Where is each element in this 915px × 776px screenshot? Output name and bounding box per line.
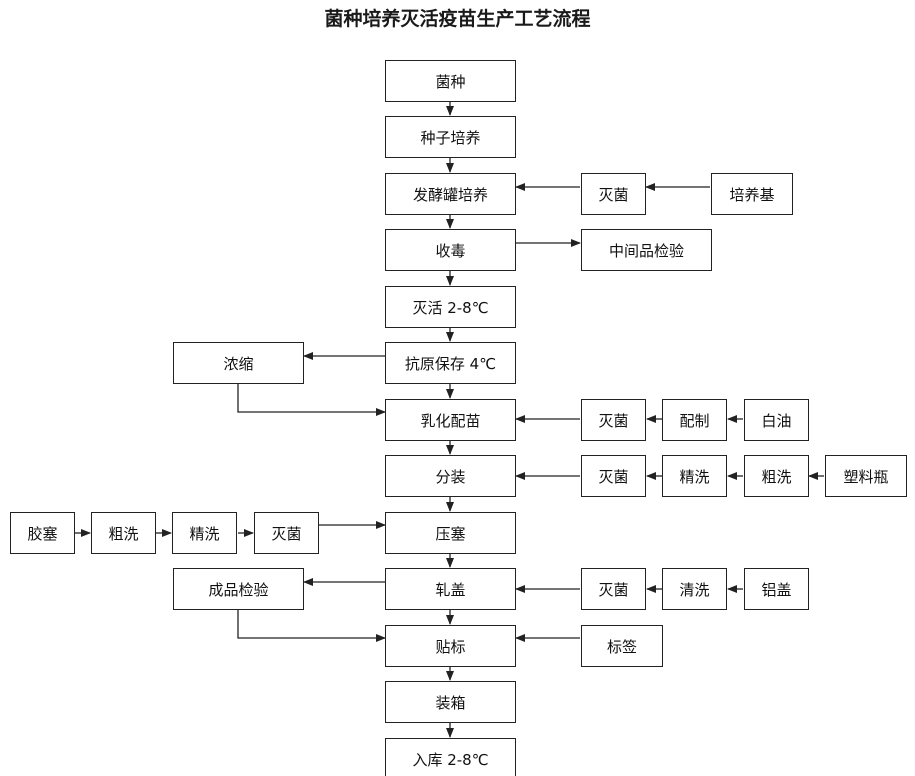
- node-fermenter-culture: 发酵罐培养: [385, 173, 516, 215]
- node-inactivation: 灭活 2-8℃: [385, 286, 516, 328]
- node-harvest: 收毒: [385, 229, 516, 271]
- node-warehousing: 入库 2-8℃: [385, 738, 516, 776]
- node-plastic-bottle: 塑料瓶: [825, 455, 907, 497]
- node-bottle-rough-wash: 粗洗: [744, 455, 809, 497]
- node-seed-culture: 种子培养: [385, 116, 516, 158]
- node-oil-sterilize: 灭菌: [581, 399, 646, 441]
- node-cap-sterilize: 灭菌: [581, 568, 646, 610]
- node-label: 标签: [581, 625, 663, 667]
- node-rubber-stopper: 胶塞: [10, 512, 75, 554]
- node-capping: 轧盖: [385, 568, 516, 610]
- node-white-oil: 白油: [744, 399, 809, 441]
- node-bottle-sterilize: 灭菌: [581, 455, 646, 497]
- node-medium-sterilize: 灭菌: [581, 173, 646, 215]
- node-boxing: 装箱: [385, 681, 516, 723]
- node-cap-wash: 清洗: [662, 568, 727, 610]
- node-aluminum-cap: 铝盖: [744, 568, 809, 610]
- node-oil-prepare: 配制: [662, 399, 727, 441]
- node-labeling: 贴标: [385, 625, 516, 667]
- node-concentrate: 浓缩: [173, 342, 304, 384]
- node-intermediate-check: 中间品检验: [581, 229, 712, 271]
- connector-concentrate-emulsify: [237, 384, 386, 416]
- node-stopper-fine-wash: 精洗: [172, 512, 237, 554]
- node-antigen-storage: 抗原保存 4℃: [385, 342, 516, 384]
- node-stopper-rough-wash: 粗洗: [91, 512, 156, 554]
- connector-final-check-labeling: [237, 610, 386, 642]
- node-bottle-fine-wash: 精洗: [662, 455, 727, 497]
- node-final-check: 成品检验: [173, 568, 304, 610]
- node-emulsify: 乳化配苗: [385, 399, 516, 441]
- node-stopper-sterilize: 灭菌: [254, 512, 319, 554]
- node-culture-medium: 培养基: [711, 173, 793, 215]
- node-filling: 分装: [385, 455, 516, 497]
- diagram-title: 菌种培养灭活疫苗生产工艺流程: [324, 8, 591, 30]
- node-stoppering: 压塞: [385, 512, 516, 554]
- node-strain: 菌种: [385, 60, 516, 102]
